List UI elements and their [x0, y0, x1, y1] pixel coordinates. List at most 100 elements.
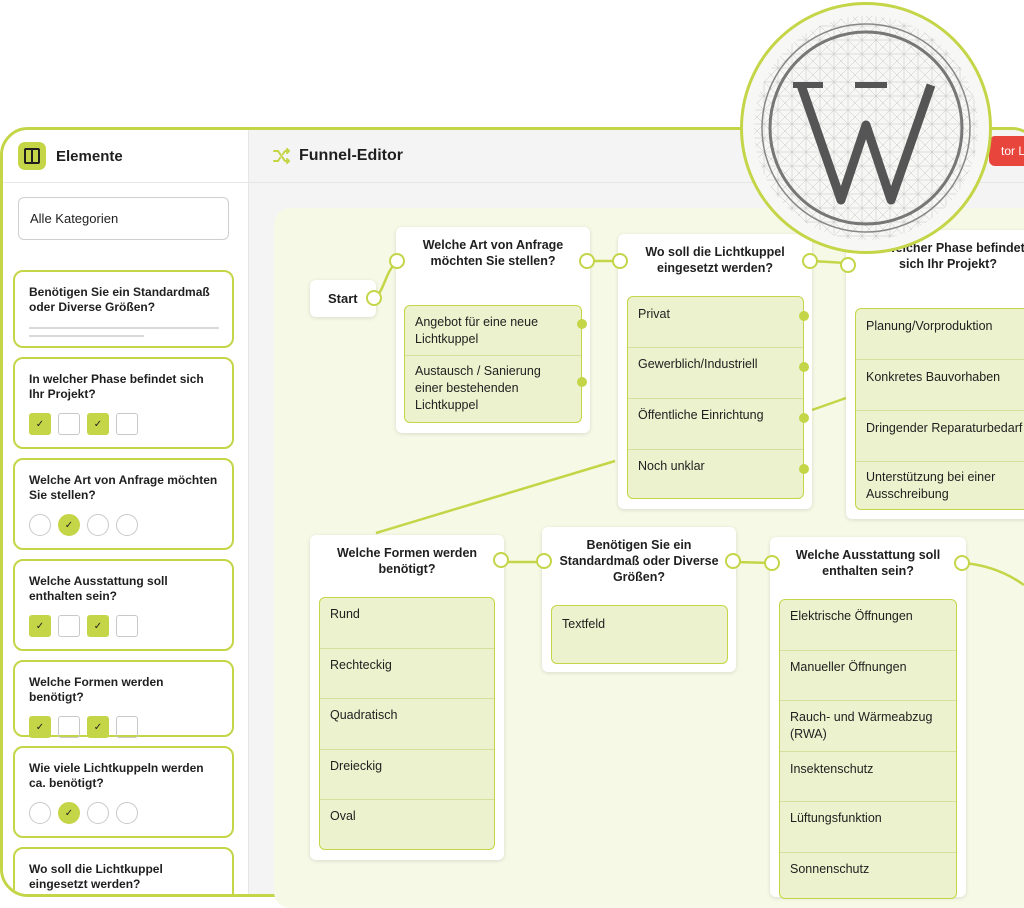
option-item[interactable]: Manueller Öffnungen	[780, 651, 956, 701]
option-item[interactable]: Noch unklar	[628, 450, 809, 498]
node-title: Welche Art von Anfrage möchten Sie stell…	[422, 238, 564, 268]
element-card[interactable]: Welche Art von Anfrage möchten Sie stell…	[13, 458, 234, 550]
element-card[interactable]: Benötigen Sie ein Standardmaß oder Diver…	[13, 270, 234, 348]
option-label: Angebot für eine neue Lichtkuppel	[415, 315, 539, 346]
radio-icon: ✓	[58, 802, 80, 824]
option-item[interactable]: Angebot für eine neue Lichtkuppel	[405, 306, 587, 356]
node-port[interactable]	[764, 555, 780, 571]
option-label: Lüftungsfunktion	[790, 811, 882, 825]
option-list: Textfeld	[551, 605, 728, 664]
radio-icon	[29, 802, 51, 824]
element-card[interactable]: Wo soll die Lichtkuppel eingesetzt werde…	[13, 847, 234, 894]
node-port[interactable]	[389, 253, 405, 269]
radio-icon	[29, 514, 51, 536]
wordpress-badge	[740, 2, 992, 254]
option-item[interactable]: Gewerblich/Industriell	[628, 348, 809, 399]
element-card[interactable]: In welcher Phase befindet sich Ihr Proje…	[13, 357, 234, 449]
option-list: Rund Rechteckig Quadratisch Dreieckig Ov…	[319, 597, 495, 850]
option-item[interactable]: Unterstützung bei einer Ausschreibung	[856, 462, 1024, 511]
option-label: Unterstützung bei einer Ausschreibung	[866, 470, 996, 501]
shuffle-icon	[273, 148, 290, 164]
option-item[interactable]: Oval	[320, 800, 494, 849]
node-formen[interactable]: Welche Formen werden benötigt? Rund Rech…	[310, 535, 504, 860]
sidebar-header: Elemente	[3, 130, 248, 183]
option-item[interactable]: Sonnenschutz	[780, 853, 956, 900]
option-label: Quadratisch	[330, 708, 398, 722]
node-port[interactable]	[366, 290, 382, 306]
node-ausstattung[interactable]: Welche Ausstattung soll enthalten sein? …	[770, 537, 966, 900]
checkbox-icon: ✓	[87, 413, 109, 435]
element-card[interactable]: Welche Ausstattung soll enthalten sein? …	[13, 559, 234, 651]
element-card-title: Welche Formen werden benötigt?	[29, 675, 164, 704]
header-action-button[interactable]: tor L	[989, 136, 1024, 166]
start-node[interactable]: Start	[310, 280, 376, 317]
text-field[interactable]: Textfeld	[552, 606, 727, 663]
elements-icon	[18, 142, 46, 170]
text-line-placeholder	[29, 335, 144, 337]
option-item[interactable]: Rauch- und Wärmeabzug (RWA)	[780, 701, 956, 752]
option-item[interactable]: Dringender Reparaturbedarf	[856, 411, 1024, 462]
radio-icon	[87, 514, 109, 536]
node-port[interactable]	[579, 253, 595, 269]
node-standard[interactable]: Benötigen Sie ein Standardmaß oder Diver…	[542, 527, 736, 672]
page-title: Funnel-Editor	[299, 147, 403, 164]
option-item[interactable]: Lüftungsfunktion	[780, 802, 956, 853]
option-item[interactable]: Rechteckig	[320, 649, 494, 699]
category-select[interactable]: Alle Kategorien	[18, 197, 229, 240]
option-item[interactable]: Insektenschutz	[780, 752, 956, 802]
option-label: Elektrische Öffnungen	[790, 609, 913, 623]
option-item[interactable]: Privat	[628, 297, 809, 348]
checkbox-icon	[116, 615, 138, 637]
radio-icon	[116, 514, 138, 536]
node-port[interactable]	[802, 253, 818, 269]
node-port[interactable]	[493, 552, 509, 568]
option-port[interactable]	[577, 377, 587, 387]
option-port[interactable]	[799, 464, 809, 474]
option-port[interactable]	[799, 311, 809, 321]
option-label: Öffentliche Einrichtung	[638, 408, 764, 422]
option-label: Manueller Öffnungen	[790, 660, 907, 674]
option-item[interactable]: Quadratisch	[320, 699, 494, 750]
option-port[interactable]	[799, 362, 809, 372]
option-item[interactable]: Austausch / Sanierung einer bestehenden …	[405, 356, 587, 422]
option-label: Insektenschutz	[790, 762, 874, 776]
option-label: Rechteckig	[330, 658, 392, 672]
node-anfrage[interactable]: Welche Art von Anfrage möchten Sie stell…	[396, 227, 590, 433]
node-phase[interactable]: In welcher Phase befindet sich Ihr Proje…	[846, 230, 1024, 519]
radio-icon: ✓	[58, 514, 80, 536]
node-port[interactable]	[725, 553, 741, 569]
node-port[interactable]	[536, 553, 552, 569]
option-label: Dringender Reparaturbedarf	[866, 421, 1023, 435]
option-item[interactable]: Elektrische Öffnungen	[780, 600, 956, 651]
node-title: Welche Ausstattung soll enthalten sein?	[795, 548, 941, 578]
option-item[interactable]: Öffentliche Einrichtung	[628, 399, 809, 450]
node-port[interactable]	[954, 555, 970, 571]
element-card-title: In welcher Phase befindet sich Ihr Proje…	[29, 372, 204, 401]
option-item[interactable]: Rund	[320, 598, 494, 649]
sidebar-title: Elemente	[56, 147, 123, 165]
option-item[interactable]: Planung/Vorproduktion	[856, 309, 1024, 360]
wordpress-logo-icon	[754, 16, 978, 240]
text-line-placeholder	[29, 327, 219, 329]
option-label: Gewerblich/Industriell	[638, 357, 758, 371]
element-card[interactable]: Welche Formen werden benötigt? ✓ ✓	[13, 660, 234, 738]
option-label: Dreieckig	[330, 759, 383, 773]
option-item[interactable]: Konkretes Bauvorhaben	[856, 360, 1024, 411]
element-card-title: Welche Art von Anfrage möchten Sie stell…	[29, 473, 218, 502]
option-port[interactable]	[577, 319, 587, 329]
option-label: Rauch- und Wärmeabzug (RWA)	[790, 710, 933, 741]
option-port[interactable]	[799, 413, 809, 423]
option-label: Textfeld	[562, 617, 606, 631]
option-item[interactable]: Dreieckig	[320, 750, 494, 800]
checkbox-icon: ✓	[29, 615, 51, 637]
element-card-title: Welche Ausstattung soll enthalten sein?	[29, 574, 168, 603]
node-port[interactable]	[840, 257, 856, 273]
option-label: Planung/Vorproduktion	[866, 319, 993, 333]
node-port[interactable]	[612, 253, 628, 269]
checkbox-icon	[116, 413, 138, 435]
element-card[interactable]: Wie viele Lichtkuppeln werden ca. benöti…	[13, 746, 234, 838]
checkbox-icon	[116, 716, 138, 738]
node-lichtkuppel[interactable]: Wo soll die Lichtkuppel eingesetzt werde…	[618, 234, 812, 509]
option-list: Angebot für eine neue Lichtkuppel Austau…	[404, 305, 587, 423]
option-label: Rund	[330, 607, 360, 621]
